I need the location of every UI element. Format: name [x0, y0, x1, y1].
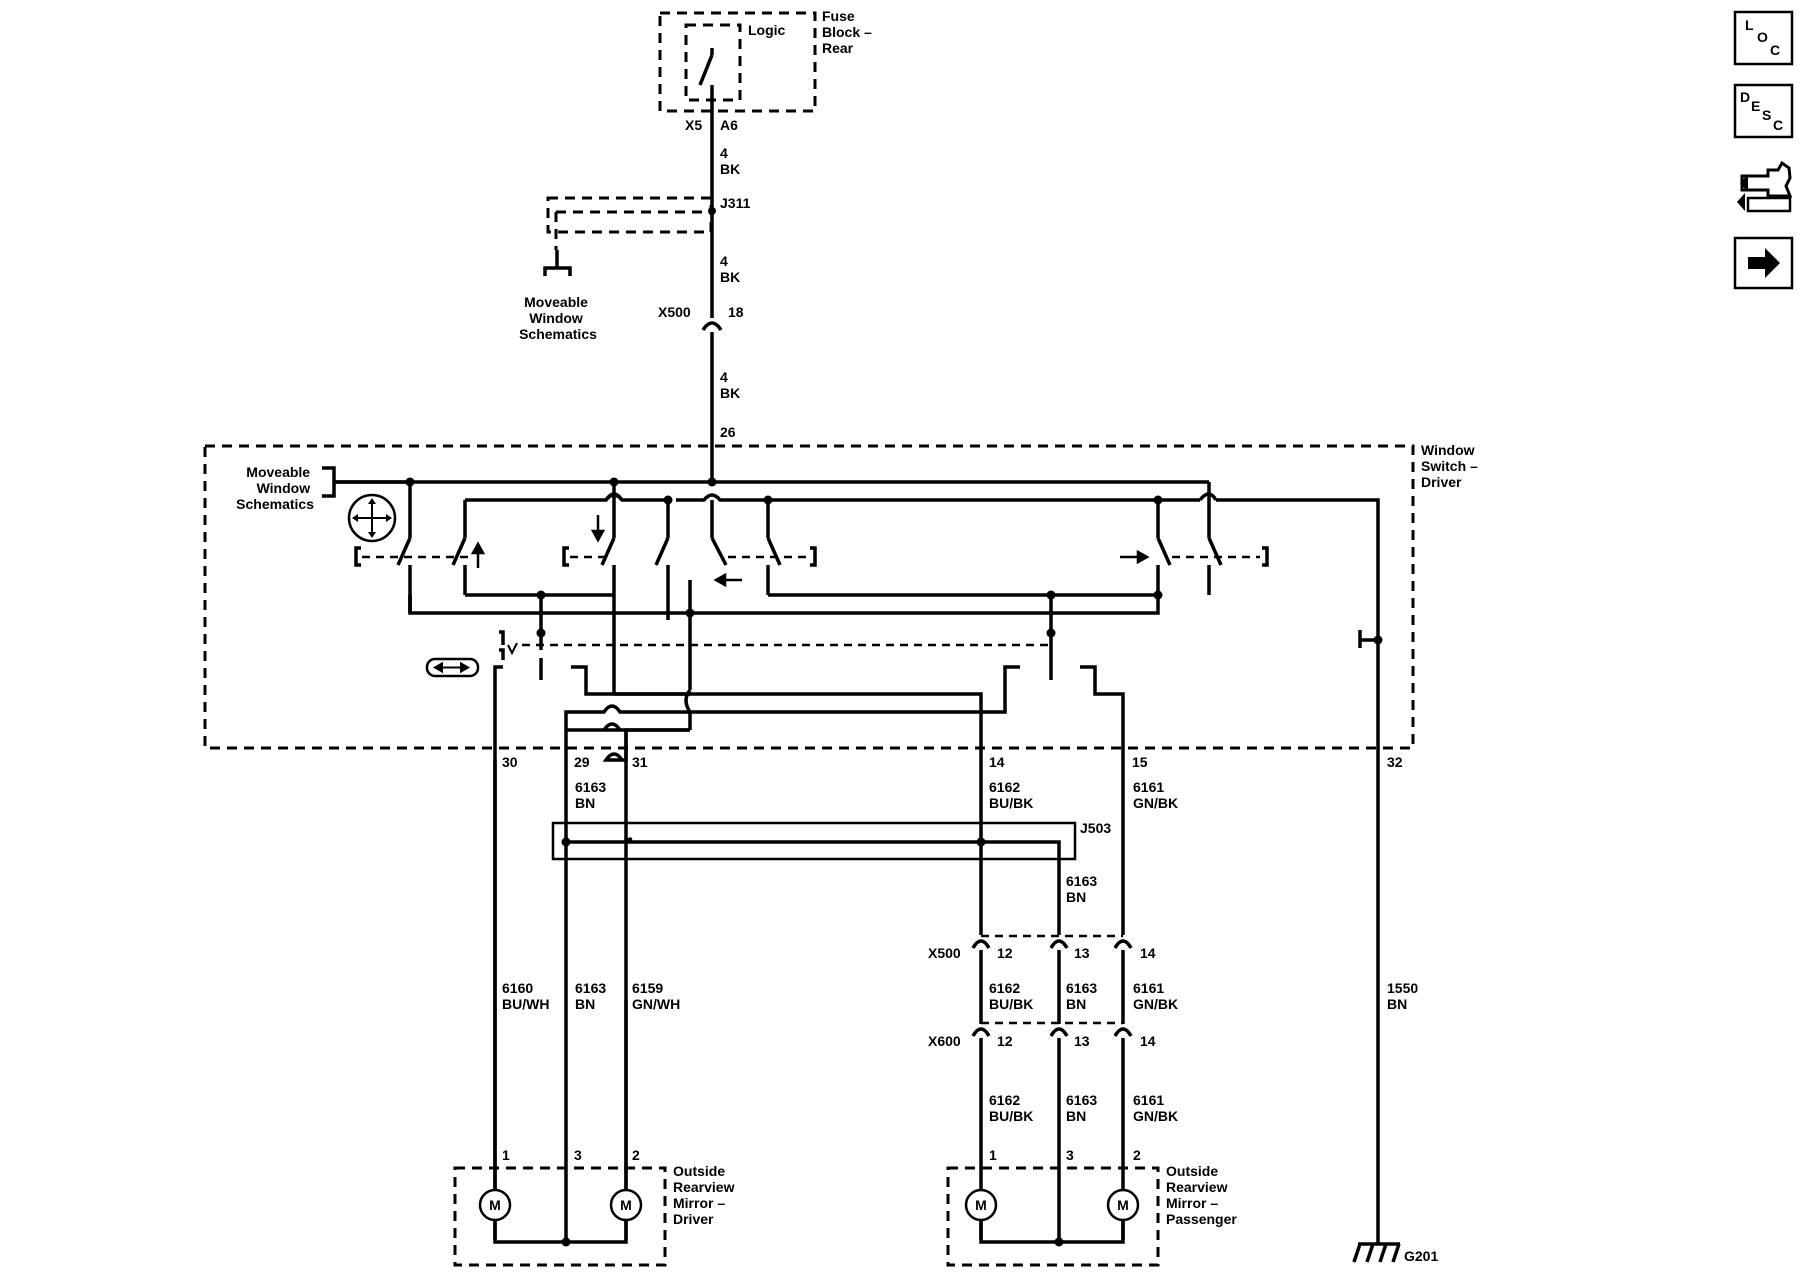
x500-connector-top[interactable]	[701, 321, 723, 482]
fuse-logic-label: Logic	[748, 22, 786, 38]
driver-wire-3-label: 6159 GN/WH	[632, 980, 680, 1012]
outside-mirror-passenger[interactable]: M M	[946, 1166, 1160, 1267]
pass-motor-left-label: M	[975, 1197, 987, 1213]
ground-wire-label: 1550 BN	[1387, 980, 1422, 1012]
pin-31: 31	[632, 754, 648, 770]
desc-letter-c: C	[1773, 117, 1783, 133]
driver-motor-right-label: M	[620, 1197, 632, 1213]
loc-letter-c: C	[1770, 42, 1780, 58]
wire-15-label: 6161 GN/BK	[1133, 779, 1178, 811]
fuse-pin-x5: X5	[685, 117, 702, 133]
window-switch-driver-box[interactable]	[203, 444, 1415, 750]
pass-mirror-pin-3: 3	[1066, 1147, 1074, 1163]
desc-letter-e: E	[1751, 98, 1760, 114]
wire-low-label: 4 BK	[720, 369, 740, 401]
x500-bottom-pin-12: 12	[997, 945, 1013, 961]
wire-j503-out-label: 6163 BN	[1066, 873, 1101, 905]
loc-letter-o: O	[1757, 29, 1768, 45]
wire-top-label: 4 BK	[720, 145, 740, 177]
pass-low-wire-1-label: 6162 BU/BK	[989, 1092, 1033, 1124]
j503-splice[interactable]: J503	[551, 820, 1111, 935]
x500-bottom-label: X500	[928, 945, 961, 961]
fuse-block-rear[interactable]: Logic Fuse Block – Rear	[658, 8, 876, 113]
x500-bottom-pin-14: 14	[1140, 945, 1156, 961]
driver-wire-1-label: 6160 BU/WH	[502, 980, 549, 1012]
x600-pin-14: 14	[1140, 1033, 1156, 1049]
pin-32: 32	[1387, 754, 1403, 770]
switch-pin-26: 26	[720, 424, 736, 440]
connector-button[interactable]	[1737, 160, 1793, 213]
connector-icon	[1737, 160, 1793, 213]
driver-motor-left-label: M	[489, 1197, 501, 1213]
pass-mid-wire-1-label: 6162 BU/BK	[989, 980, 1033, 1012]
pass-motor-right-label: M	[1117, 1197, 1129, 1213]
j503-label: J503	[1080, 820, 1111, 836]
wire-mid-label: 4 BK	[720, 253, 740, 285]
x600-pin-12: 12	[997, 1033, 1013, 1049]
x500-bottom-pin-13: 13	[1074, 945, 1090, 961]
desc-button[interactable]: D E S C	[1733, 83, 1794, 139]
wire-29-label: 6163 BN	[575, 779, 610, 811]
pass-low-wire-3-label: 6161 GN/BK	[1133, 1092, 1178, 1124]
pass-mid-wire-2-label: 6163 BN	[1066, 980, 1101, 1012]
x600-connector[interactable]	[971, 1021, 1133, 1037]
driver-wire-2-label: 6163 BN	[575, 980, 610, 1012]
j311-label: J311	[720, 195, 751, 211]
pass-mirror-pin-2: 2	[1133, 1147, 1141, 1163]
loc-letter-l: L	[1745, 17, 1754, 33]
ground-g201[interactable]: G201	[1352, 1225, 1438, 1264]
desc-letter-s: S	[1762, 107, 1771, 123]
window-switch-title: Window Switch – Driver	[1421, 442, 1482, 490]
four-way-arrows-icon	[347, 493, 397, 543]
pass-mirror-title: Outside Rearview Mirror – Passenger	[1166, 1163, 1237, 1227]
driver-mirror-title: Outside Rearview Mirror – Driver	[673, 1163, 738, 1227]
outside-mirror-driver[interactable]: M M	[453, 1166, 667, 1267]
pass-mid-wire-3-label: 6161 GN/BK	[1133, 980, 1178, 1012]
x500-top-pin: 18	[728, 304, 744, 320]
driver-mirror-pin-2: 2	[632, 1147, 640, 1163]
moveable-window-schematics-link-top[interactable]: Moveable Window Schematics	[519, 294, 597, 342]
x500-connector-bottom[interactable]	[971, 934, 1133, 949]
x600-pin-13: 13	[1074, 1033, 1090, 1049]
x600-label: X600	[928, 1033, 961, 1049]
loc-button[interactable]: L O C	[1733, 10, 1794, 66]
pin-14: 14	[989, 754, 1005, 770]
pass-mirror-pin-1: 1	[989, 1147, 997, 1163]
driver-mirror-pin-3: 3	[574, 1147, 582, 1163]
x500-top-label: X500	[658, 304, 691, 320]
j311-splice[interactable]: J311	[543, 195, 751, 276]
pin-29: 29	[574, 754, 590, 770]
ground-label: G201	[1404, 1248, 1438, 1264]
driver-mirror-pin-1: 1	[502, 1147, 510, 1163]
pass-low-wire-2-label: 6163 BN	[1066, 1092, 1101, 1124]
moveable-window-schematics-link-left[interactable]: Moveable Window Schematics	[236, 464, 314, 512]
desc-letter-d: D	[1740, 89, 1750, 105]
wire-14-label: 6162 BU/BK	[989, 779, 1033, 811]
arrow-right-icon	[1748, 248, 1780, 278]
fuse-pin-a6: A6	[720, 117, 738, 133]
next-button[interactable]	[1733, 236, 1794, 290]
pin-15: 15	[1132, 754, 1148, 770]
pin-30: 30	[502, 754, 518, 770]
mirror-select-switch-icon	[425, 657, 480, 678]
fuse-block-title: Fuse Block – Rear	[822, 8, 876, 56]
